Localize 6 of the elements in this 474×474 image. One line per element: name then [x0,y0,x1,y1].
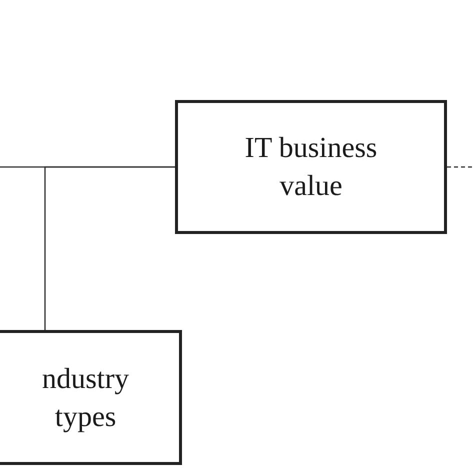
box-text: ndustry types [41,362,130,434]
connector-line [447,166,474,168]
box-text: IT business value [244,131,378,204]
process-box [0,330,182,465]
process-box [175,100,447,234]
connector-line [44,166,175,330]
